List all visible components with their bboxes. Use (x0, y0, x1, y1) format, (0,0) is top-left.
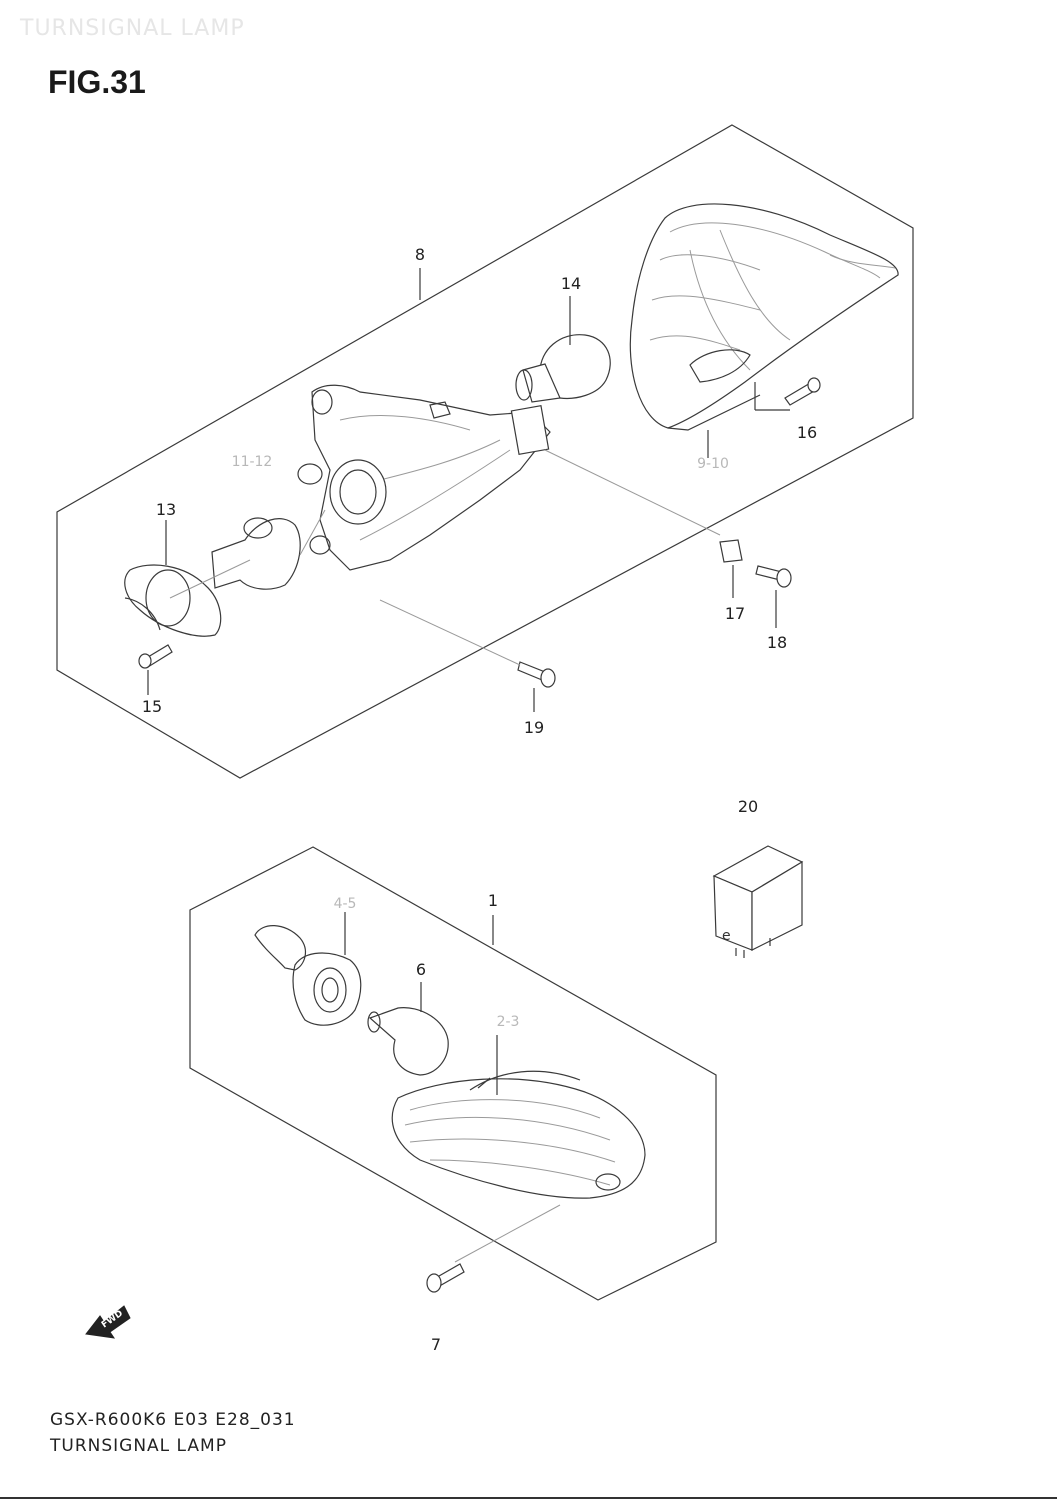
upper-leader-lines (147, 268, 790, 712)
callout-18: 18 (767, 633, 787, 652)
nut-17 (719, 539, 743, 563)
diagram-title: TURNSIGNAL LAMP (50, 1436, 227, 1456)
svg-text:e: e (722, 928, 731, 944)
screw-16 (784, 377, 821, 406)
screw-18 (755, 565, 792, 588)
callout-7: 7 (431, 1335, 441, 1354)
callout-17: 17 (725, 604, 745, 623)
socket-13 (124, 517, 301, 637)
callout-13: 13 (156, 500, 176, 519)
figure-number: FIG.31 (48, 64, 146, 100)
callout-2-3: 2-3 (497, 1014, 520, 1030)
callout-4-5: 4-5 (334, 896, 357, 912)
upper-assembly-outline (56, 124, 914, 779)
callout-8: 8 (415, 245, 425, 264)
callout-6: 6 (416, 960, 426, 979)
callout-9-10: 9-10 (697, 456, 729, 472)
callout-1: 1 (488, 891, 498, 910)
lower-assembly-outline (189, 846, 717, 1301)
ghost-page-title: TURNSIGNAL LAMP (20, 16, 245, 41)
diagram-code: GSX-R600K6 E03 E28_031 (50, 1410, 296, 1430)
relay-20: e 20 (712, 797, 804, 958)
callout-15: 15 (142, 697, 162, 716)
front-lens-2-3 (391, 1070, 646, 1199)
callout-20: 20 (738, 797, 758, 816)
bulb-6 (367, 1007, 449, 1076)
callout-14: 14 (561, 274, 581, 293)
mounting-bracket-11-12 (297, 384, 551, 571)
forward-direction-arrow-icon: FWD (85, 1305, 131, 1339)
callout-16: 16 (797, 423, 817, 442)
bottom-rule (0, 1497, 1057, 1499)
callout-11-12: 11-12 (232, 454, 273, 470)
lower-leader-lines (344, 912, 561, 1263)
screw-7 (426, 1263, 465, 1293)
upper-assembly-group: 8 14 16 9-10 11-12 13 17 18 15 19 (56, 124, 914, 779)
screw-15 (138, 644, 173, 669)
lower-assembly-group: 1 4-5 6 2-3 7 (189, 846, 717, 1354)
callout-19: 19 (524, 718, 544, 737)
rear-lens-housing (629, 203, 899, 431)
socket-4-5 (254, 925, 362, 1026)
screw-19 (517, 661, 556, 688)
bulb-14 (515, 334, 611, 403)
